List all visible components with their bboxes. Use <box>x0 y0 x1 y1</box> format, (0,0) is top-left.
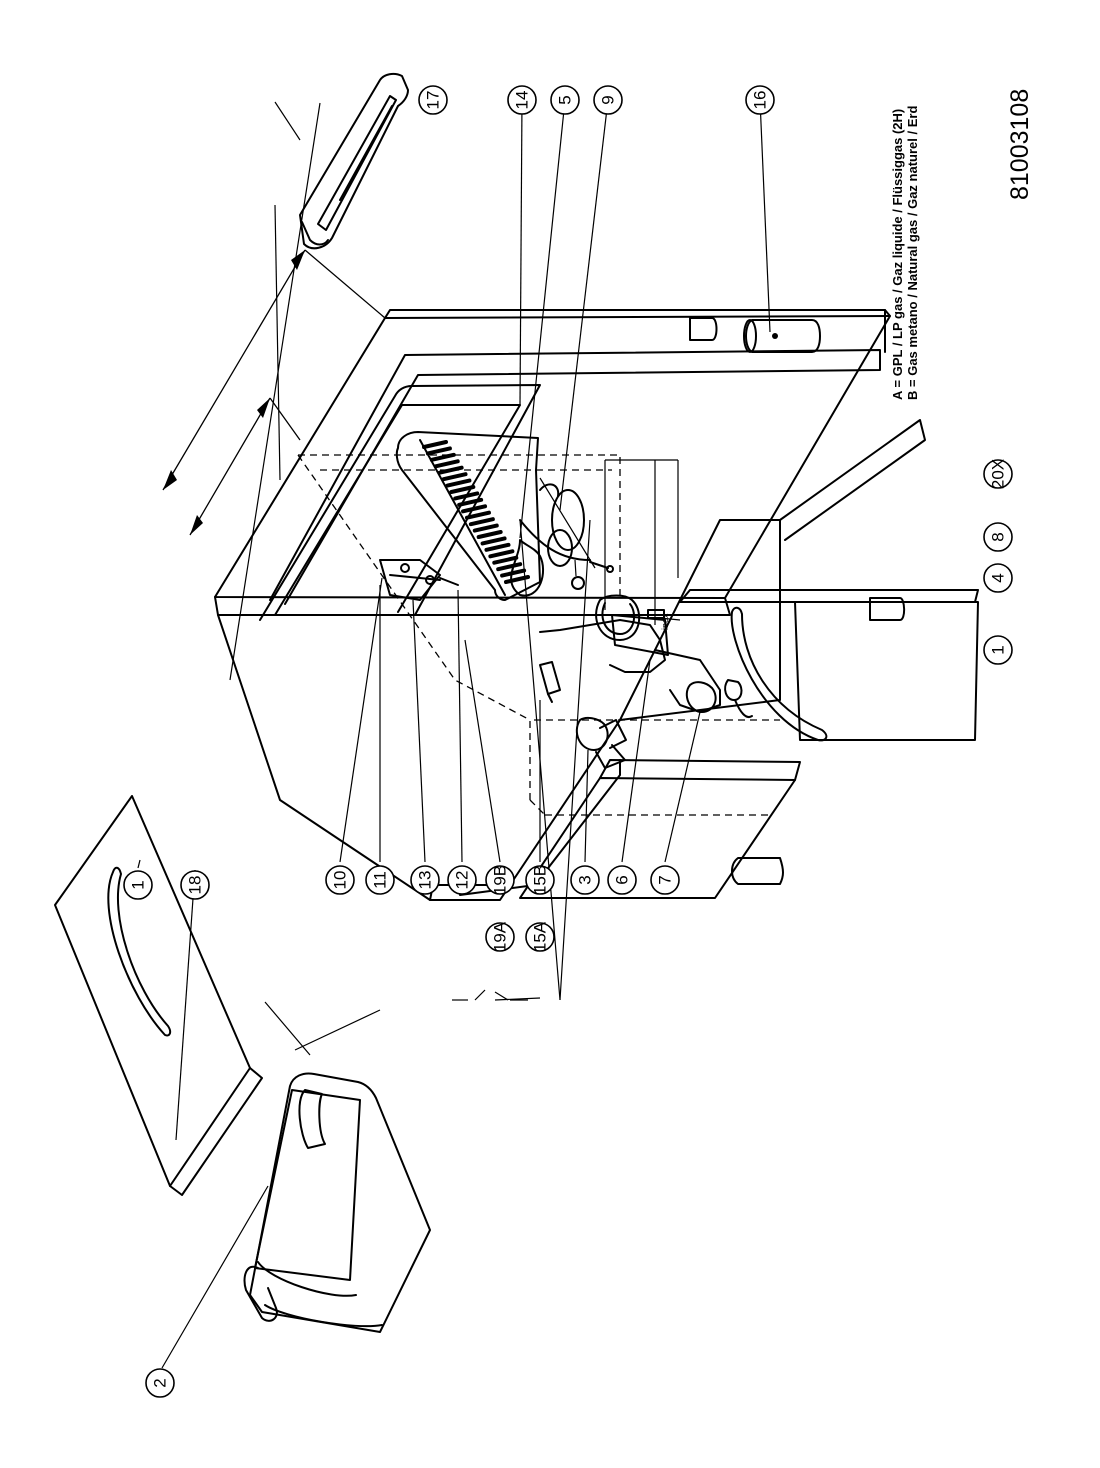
burner-slot <box>496 562 523 572</box>
callout-10: 10 <box>325 865 355 895</box>
burner-slot <box>500 568 527 578</box>
callout-2: 2 <box>145 1368 175 1398</box>
burner-slot <box>429 452 456 462</box>
callout-7: 7 <box>650 865 680 895</box>
callout-label: 12 <box>453 871 472 890</box>
callout-14: 14 <box>507 85 537 115</box>
callout-17: 17 <box>418 85 448 115</box>
callouts: 1 18 2 10 11 13 12 19B <box>123 85 1013 1398</box>
burner-slot <box>484 542 511 552</box>
flame-failure-thermocouple <box>510 539 545 597</box>
burner-slot <box>441 472 468 482</box>
burner-slot <box>449 485 476 494</box>
callout-15A: 15A <box>525 921 555 952</box>
burner-slot <box>437 465 464 475</box>
callout-1-door: 1 <box>983 635 1013 665</box>
lid-part <box>54 795 263 1196</box>
handle-part <box>299 72 409 250</box>
callout-label: 6 <box>613 875 632 884</box>
gas-tap-part <box>575 716 627 769</box>
callout-11: 11 <box>365 865 395 895</box>
burner-slot <box>457 497 484 507</box>
burner-slot-row <box>422 440 530 584</box>
burner-slot <box>453 491 480 501</box>
callout-label: 20X <box>989 459 1008 489</box>
brand-plate-label: inox <box>660 613 670 630</box>
burner-slot <box>476 530 503 539</box>
burner-slot <box>464 510 491 520</box>
injector-part <box>539 661 561 703</box>
callout-19A: 19A <box>485 921 515 952</box>
drawing-number: 81003108 <box>1006 89 1034 200</box>
callout-label: 14 <box>513 91 532 110</box>
burner-slot <box>480 536 507 546</box>
fryer-basket-part <box>243 1072 431 1333</box>
gas-pipe-and-control <box>539 594 753 718</box>
burner-slot <box>492 555 519 565</box>
callout-19B: 19B <box>485 865 515 895</box>
burner-slot <box>433 459 460 469</box>
callout-4: 4 <box>983 563 1013 593</box>
callout-13: 13 <box>410 865 440 895</box>
callout-label: 16 <box>751 91 770 110</box>
burner-slot <box>425 446 452 456</box>
callout-label: 19B <box>491 865 510 895</box>
callout-20X: 20X <box>983 459 1013 489</box>
callout-label: 19A <box>491 921 510 952</box>
callout-12: 12 <box>447 865 477 895</box>
dimension-arrows <box>162 249 386 536</box>
burner-slot <box>472 523 499 533</box>
callout-18: 18 <box>180 870 210 900</box>
legend-line-b: B = Gas metano / Natural gas / Gaz natur… <box>905 106 920 400</box>
callout-label: 17 <box>424 91 443 110</box>
callout-1-lid: 1 <box>123 870 153 900</box>
callout-label: 3 <box>576 875 595 884</box>
callout-6: 6 <box>607 865 637 895</box>
gas-valve-part <box>519 483 591 590</box>
callout-label: 11 <box>371 871 390 889</box>
callout-label: 7 <box>656 875 675 884</box>
screw-part <box>589 561 614 573</box>
callout-3: 3 <box>570 865 600 895</box>
drain-pipe-part <box>743 319 821 353</box>
callout-leaders <box>137 99 771 1369</box>
callout-label: 1 <box>129 880 148 889</box>
callout-16: 16 <box>745 85 775 115</box>
burner-slot <box>468 517 495 527</box>
callout-label: 5 <box>556 95 575 104</box>
callout-label: 13 <box>416 871 435 890</box>
callout-label: 4 <box>989 573 1008 582</box>
callout-label: 2 <box>151 1378 170 1387</box>
callout-label: 9 <box>599 95 618 104</box>
pilot-assembly-part <box>379 559 459 601</box>
callout-5: 5 <box>550 85 580 115</box>
burner-slot <box>422 440 448 449</box>
callout-label: 8 <box>989 532 1008 541</box>
legend-line-a: A = GPL / LP gas / Gaz liquide / Flüssig… <box>890 109 905 400</box>
callout-label: 1 <box>989 645 1008 654</box>
burner-slot <box>461 504 488 514</box>
callout-label: 15B <box>531 865 550 895</box>
fryer-body <box>214 309 979 901</box>
callout-label: 18 <box>186 876 205 895</box>
callout-15B: 15B <box>525 865 555 895</box>
callout-label: 15A <box>531 921 550 952</box>
burner-slot <box>445 478 472 488</box>
callout-label: 10 <box>331 871 350 890</box>
callout-8: 8 <box>983 522 1013 552</box>
callout-9: 9 <box>593 85 623 115</box>
burner-slot <box>488 549 515 559</box>
